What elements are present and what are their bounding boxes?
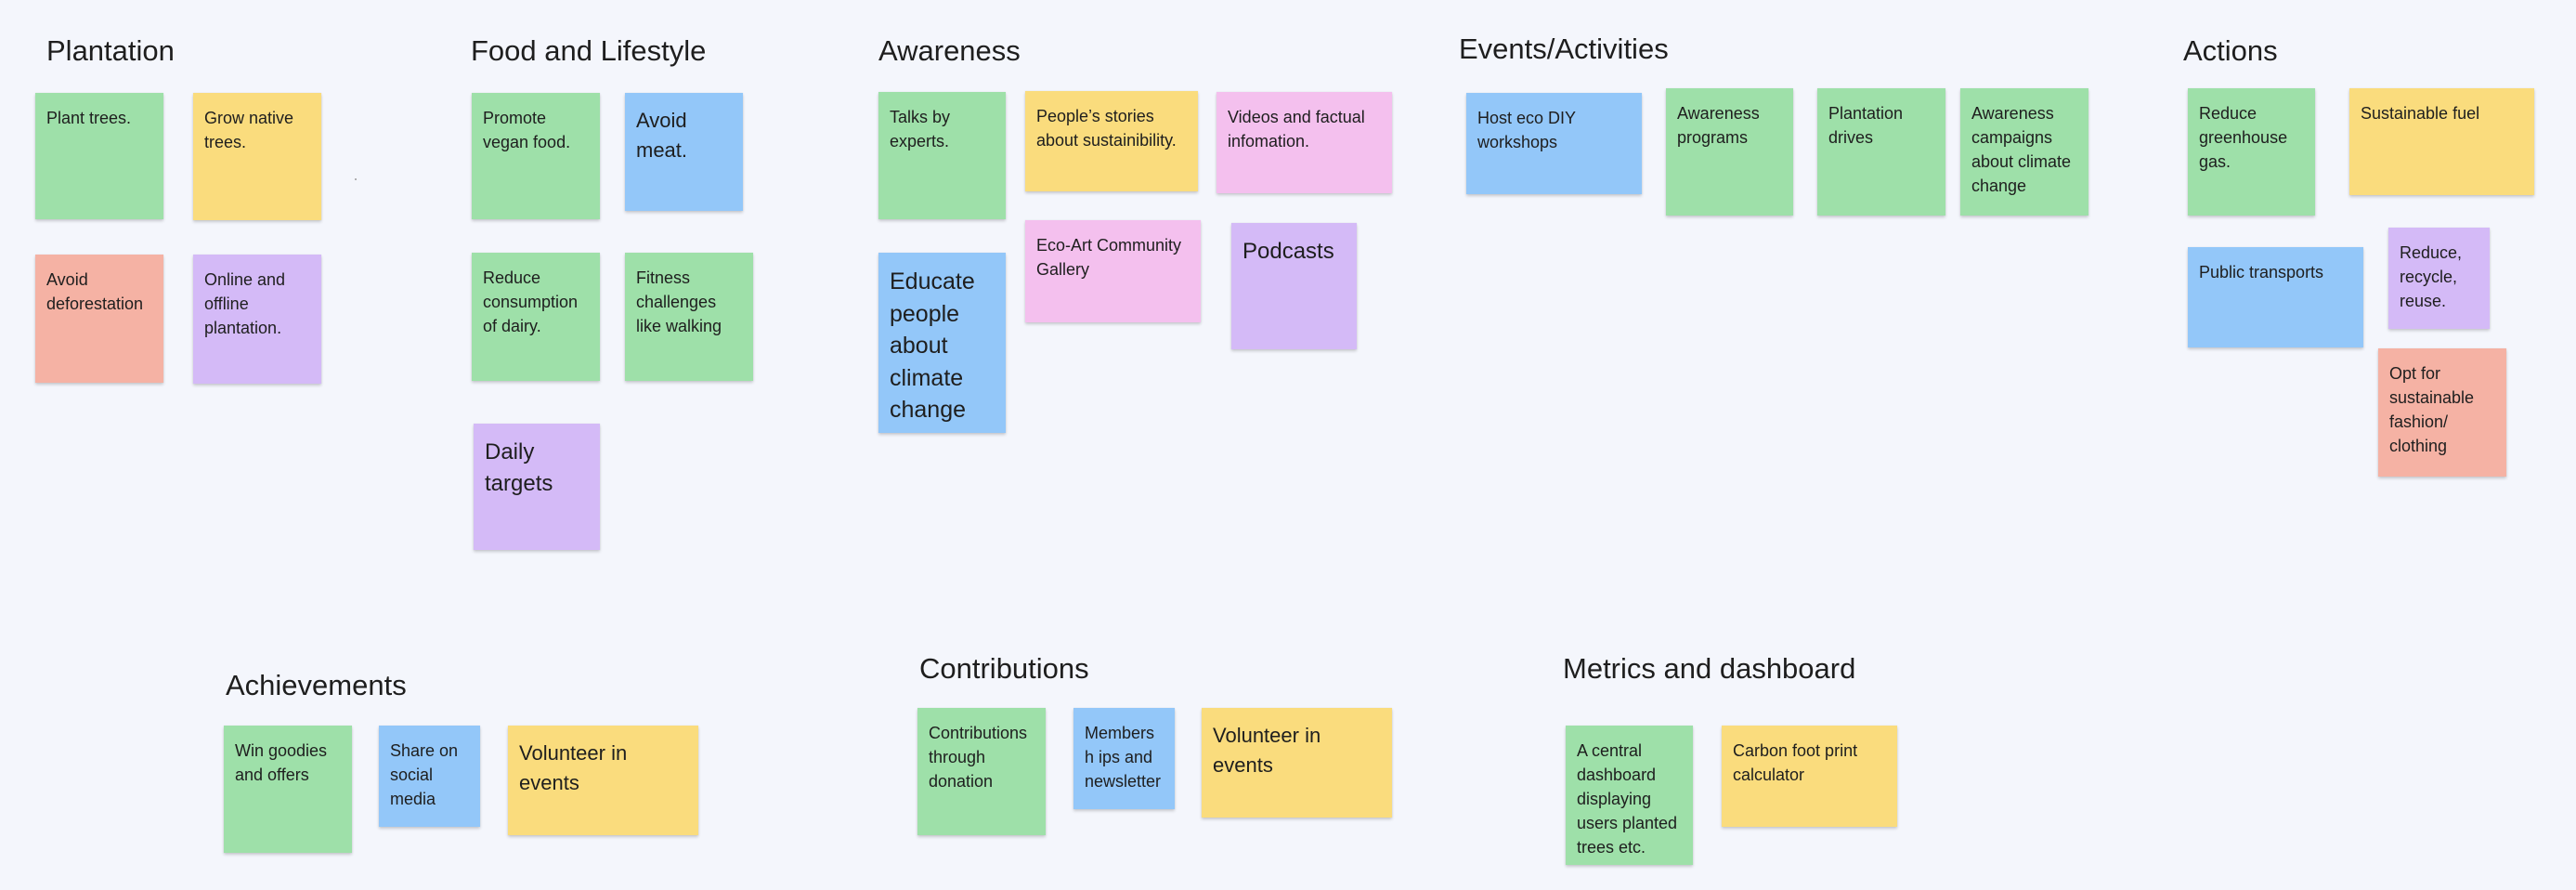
sticky-note[interactable]: Sustainable fuel [2349, 88, 2534, 195]
sticky-note[interactable]: Reduce consumption of dairy. [472, 253, 600, 381]
sticky-note[interactable]: Plantation drives [1817, 88, 1945, 216]
sticky-note[interactable]: Daily targets [474, 424, 600, 550]
sticky-note[interactable]: Awareness campaigns about climate change [1960, 88, 2088, 216]
sticky-note[interactable]: Carbon foot print calculator [1722, 726, 1897, 827]
sticky-note[interactable]: Reduce, recycle, reuse. [2388, 228, 2490, 329]
sticky-note[interactable]: Avoid deforestation [35, 255, 163, 383]
cluster-title-events: Events/Activities [1459, 33, 1669, 65]
sticky-note[interactable]: Plant trees. [35, 93, 163, 219]
sticky-note[interactable]: Grow native trees. [193, 93, 321, 220]
sticky-note[interactable]: Promote vegan food. [472, 93, 600, 219]
sticky-note[interactable]: Volunteer in events [1202, 708, 1392, 818]
sticky-note[interactable]: Win goodies and offers [224, 726, 352, 853]
sticky-note[interactable]: Host eco DIY workshops [1466, 93, 1642, 194]
sticky-note[interactable]: Contributions through donation [917, 708, 1046, 835]
sticky-note[interactable]: Fitness challenges like walking [625, 253, 753, 381]
sticky-note[interactable]: Avoid meat. [625, 93, 743, 211]
cluster-title-achievements: Achievements [226, 669, 407, 701]
cluster-title-plantation: Plantation [46, 34, 175, 67]
sticky-note[interactable]: People’s stories about sustainibility. [1025, 91, 1198, 191]
sticky-note[interactable]: Eco-Art Community Gallery [1025, 220, 1201, 322]
stray-dot [355, 178, 357, 180]
cluster-title-metrics: Metrics and dashboard [1563, 652, 1856, 685]
sticky-note[interactable]: Reduce greenhouse gas. [2188, 88, 2315, 216]
sticky-note[interactable]: Membersh ips and newsletter [1073, 708, 1175, 809]
sticky-note[interactable]: Share on social media [379, 726, 480, 827]
sticky-note[interactable]: Talks by experts. [878, 92, 1006, 219]
sticky-note[interactable]: Volunteer in events [508, 726, 698, 835]
cluster-title-awareness: Awareness [878, 34, 1021, 67]
sticky-note[interactable]: A central dashboard displaying users pla… [1566, 726, 1693, 865]
sticky-note[interactable]: Podcasts [1231, 223, 1357, 349]
sticky-note[interactable]: Opt for sustainable fashion/ clothing [2378, 348, 2506, 477]
sticky-note[interactable]: Public transports [2188, 247, 2363, 347]
sticky-note[interactable]: Online and offline plantation. [193, 255, 321, 384]
sticky-note[interactable]: Awareness programs [1666, 88, 1793, 216]
sticky-note[interactable]: Educate people about climate change [878, 253, 1006, 433]
cluster-title-actions: Actions [2183, 34, 2278, 67]
cluster-title-contributions: Contributions [919, 652, 1089, 685]
cluster-title-food-lifestyle: Food and Lifestyle [471, 34, 707, 67]
sticky-note[interactable]: Videos and factual infomation. [1216, 92, 1392, 193]
